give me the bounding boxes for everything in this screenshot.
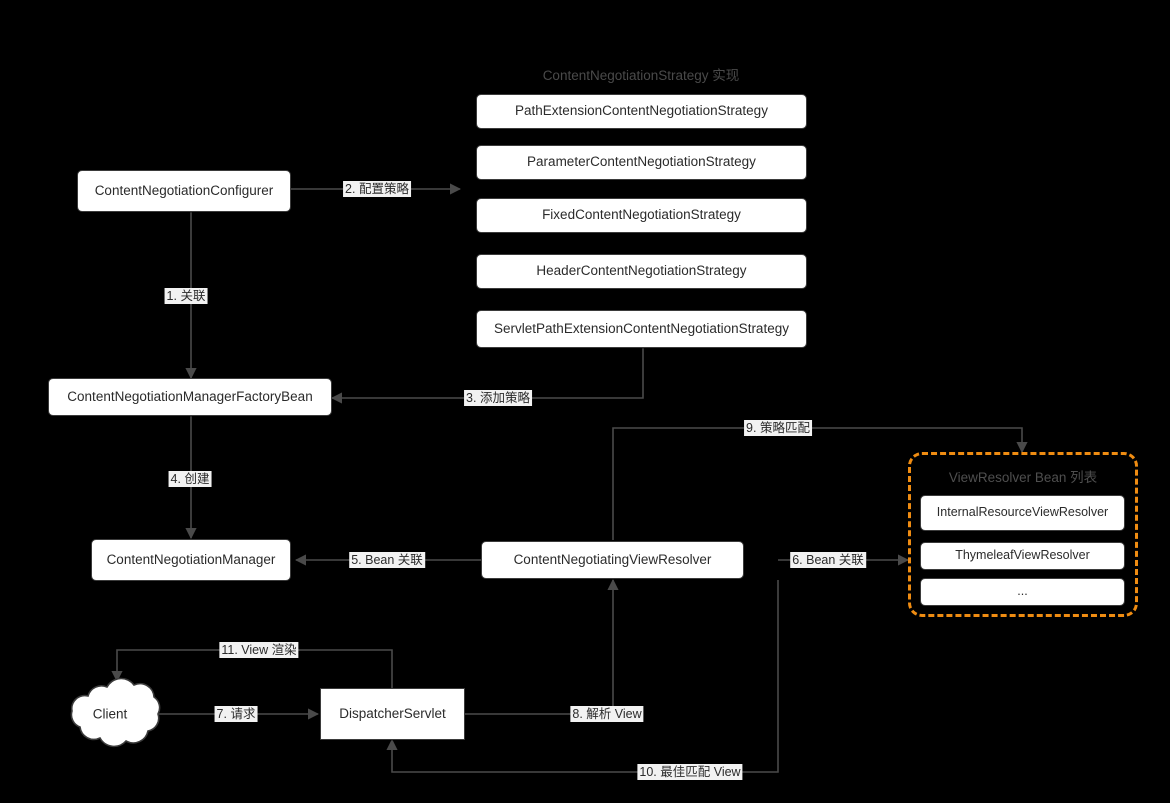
node-content-negotiation-manager[interactable]: ContentNegotiationManager — [91, 539, 291, 581]
viewresolver-box-thymeleaf[interactable]: ThymeleafViewResolver — [920, 542, 1125, 570]
viewresolver-bean-group: ViewResolver Bean 列表 — [908, 452, 1138, 617]
node-client-label: Client — [92, 706, 128, 722]
strategy-box-header[interactable]: HeaderContentNegotiationStrategy — [476, 254, 807, 289]
edge-label-5: 5. Bean 关联 — [349, 552, 425, 568]
edge-label-10: 10. 最佳匹配 View — [637, 764, 743, 780]
viewresolver-box-more[interactable]: ... — [920, 578, 1125, 606]
edge-label-9: 9. 策略匹配 — [744, 420, 812, 436]
node-content-negotiation-configurer[interactable]: ContentNegotiationConfigurer — [77, 170, 291, 212]
edge-path-8 — [465, 578, 619, 715]
node-content-negotiation-manager-factory-bean[interactable]: ContentNegotiationManagerFactoryBean — [48, 378, 332, 416]
strategy-box-parameter[interactable]: ParameterContentNegotiationStrategy — [476, 145, 807, 180]
edge-label-11: 11. View 渲染 — [219, 642, 299, 658]
strategy-box-path-extension[interactable]: PathExtensionContentNegotiationStrategy — [476, 94, 807, 129]
edge-label-8: 8. 解析 View — [570, 706, 644, 722]
edge-label-3: 3. 添加策略 — [464, 390, 532, 406]
viewresolver-box-internal-resource[interactable]: InternalResourceViewResolver — [920, 495, 1125, 531]
node-client-cloud[interactable] — [62, 676, 172, 754]
strategy-box-fixed[interactable]: FixedContentNegotiationStrategy — [476, 198, 807, 233]
viewresolver-group-title: ViewResolver Bean 列表 — [948, 470, 1098, 485]
edge-label-2: 2. 配置策略 — [343, 181, 411, 197]
strategy-group-title: ContentNegotiationStrategy 实现 — [542, 68, 740, 83]
edge-path-10 — [386, 580, 779, 773]
node-content-negotiating-view-resolver[interactable]: ContentNegotiatingViewResolver — [481, 541, 744, 579]
edge-label-7: 7. 请求 — [214, 706, 258, 722]
strategy-box-servlet-path-extension[interactable]: ServletPathExtensionContentNegotiationSt… — [476, 310, 807, 348]
edge-label-1: 1. 关联 — [164, 288, 208, 304]
edge-label-4: 4. 创建 — [168, 471, 212, 487]
node-dispatcher-servlet[interactable]: DispatcherServlet — [320, 688, 465, 740]
edge-label-6: 6. Bean 关联 — [790, 552, 866, 568]
